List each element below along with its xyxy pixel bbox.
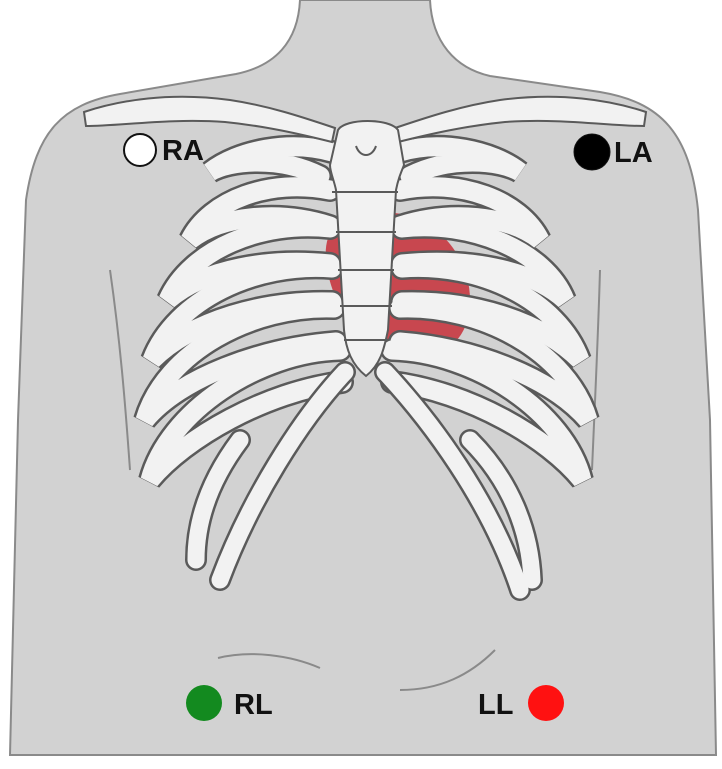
rl-electrode: [186, 685, 222, 721]
rl-label: RL: [234, 689, 273, 721]
ll-electrode: [528, 685, 564, 721]
la-label: LA: [614, 137, 653, 169]
ll-label: LL: [478, 689, 513, 721]
ra-label: RA: [162, 135, 204, 167]
la-electrode: [574, 134, 610, 170]
ra-electrode: [124, 134, 156, 166]
